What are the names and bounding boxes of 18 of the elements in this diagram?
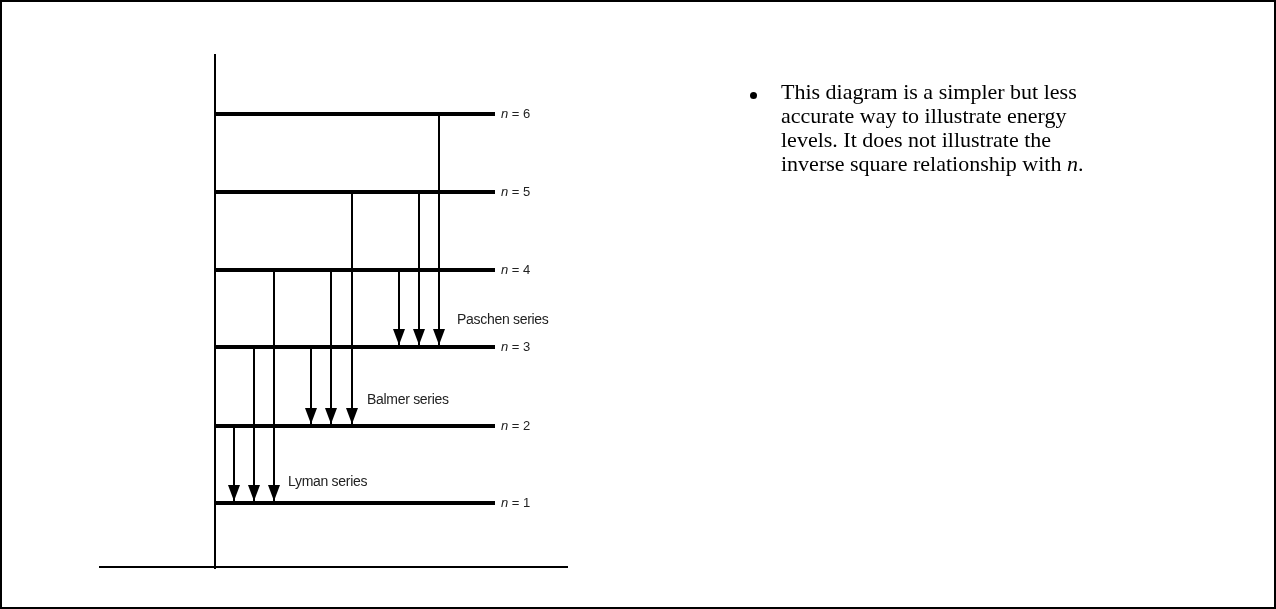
transition-arrow — [413, 193, 425, 346]
series-label: Paschen series — [457, 311, 549, 327]
level-label: n = 3 — [501, 339, 531, 355]
transition-arrow — [325, 271, 337, 425]
transition-arrow — [305, 348, 317, 425]
note-text: This diagram is a simpler but less accurate way to illustrate energy levels. It does not illustrate the inverse square relationship with n. — [781, 80, 1085, 176]
series-label: Balmer series — [367, 391, 449, 407]
level-label: n = 4 — [501, 262, 531, 278]
level-label: n = 2 — [501, 418, 531, 434]
transition-arrow — [393, 271, 405, 346]
transition-arrow — [346, 193, 358, 425]
transition-arrow — [228, 427, 240, 502]
transition-arrow — [268, 271, 280, 502]
level-label: n = 1 — [501, 495, 531, 511]
transition-arrow — [248, 348, 260, 502]
level-label: n = 6 — [501, 106, 531, 122]
transition-arrow — [433, 115, 445, 346]
level-label: n = 5 — [501, 184, 531, 200]
